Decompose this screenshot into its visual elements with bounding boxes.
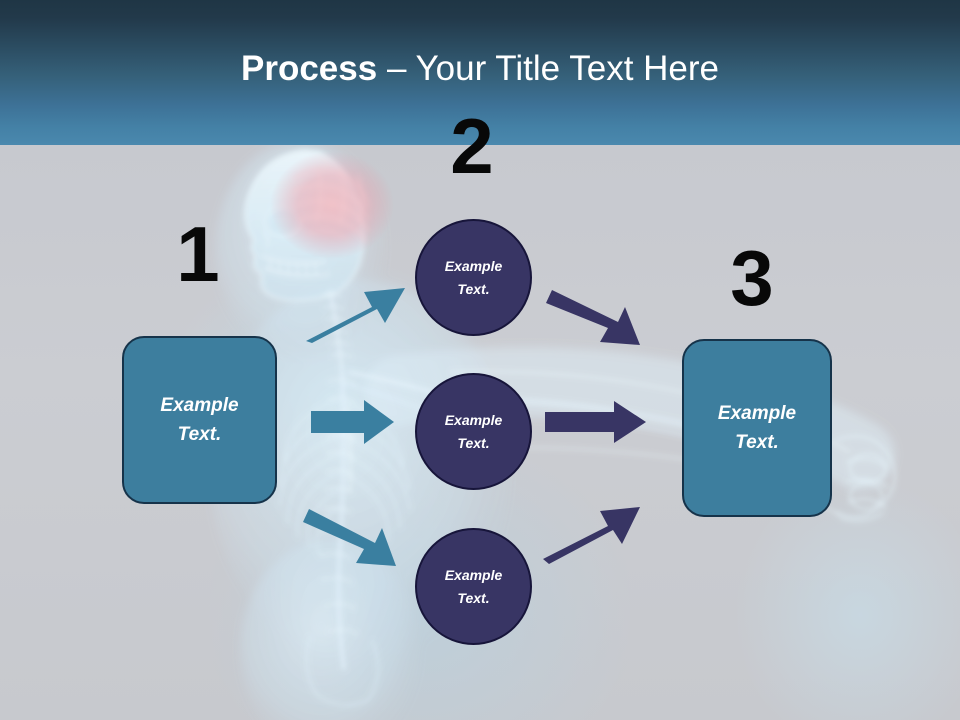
step-circle-middle-line2: Text. <box>457 434 490 451</box>
step-box-left-line2: Text. <box>177 424 222 445</box>
arrow-left-to-circle-top <box>306 288 405 343</box>
step-circle-middle-line1: Example <box>444 411 503 428</box>
step-box-right-text: Example Text. <box>718 399 796 457</box>
step-number-1: 1 <box>176 210 220 298</box>
step-box-right-line1: Example <box>717 403 797 424</box>
step-circle-bottom[interactable]: Example Text. <box>415 528 532 645</box>
slide-header-band <box>0 0 960 145</box>
step-circle-bottom-line2: Text. <box>457 589 490 606</box>
step-circle-middle-text: Example Text. <box>445 409 503 455</box>
step-circle-middle[interactable]: Example Text. <box>415 373 532 490</box>
step-circle-top-line1: Example <box>444 257 503 274</box>
step-box-left-text: Example Text. <box>160 391 238 449</box>
step-box-left-line1: Example <box>160 395 239 416</box>
step-box-right[interactable]: Example Text. <box>682 339 832 517</box>
step-box-left[interactable]: Example Text. <box>122 336 277 504</box>
step-box-right-line2: Text. <box>735 432 779 453</box>
arrow-circle-middle-to-right <box>545 401 646 443</box>
page-title: Process – Your Title Text Here <box>0 48 960 90</box>
step-circle-top-text: Example Text. <box>445 255 503 301</box>
step-circle-bottom-text: Example Text. <box>445 564 503 610</box>
arrow-left-to-circle-middle <box>311 400 394 444</box>
step-circle-top[interactable]: Example Text. <box>415 219 532 336</box>
step-number-2: 2 <box>450 102 494 190</box>
step-number-3: 3 <box>730 234 774 322</box>
arrow-circle-bottom-to-right <box>543 507 640 564</box>
arrow-circle-top-to-right <box>546 290 640 345</box>
arrow-left-to-circle-bottom <box>303 509 396 566</box>
page-title-rest: – Your Title Text Here <box>377 49 719 88</box>
step-circle-top-line2: Text. <box>457 280 490 297</box>
page-title-bold: Process <box>241 49 378 88</box>
step-circle-bottom-line1: Example <box>444 566 503 583</box>
